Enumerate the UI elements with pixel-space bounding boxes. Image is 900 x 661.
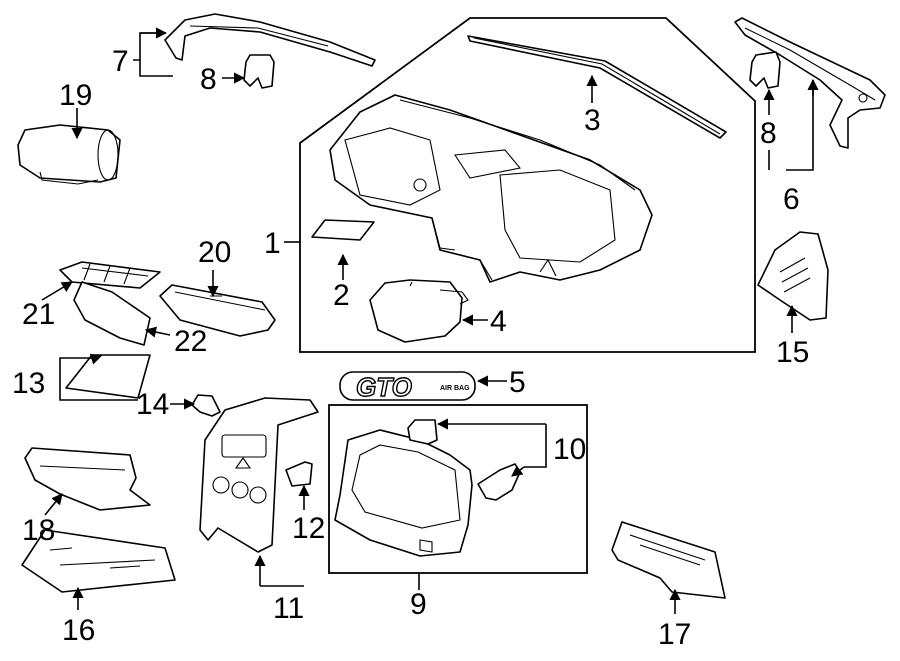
clip-part-left: [243, 54, 275, 89]
tray-part: [59, 261, 161, 289]
vent-part: [757, 231, 829, 321]
callout-9: 9: [410, 588, 427, 621]
callout-10: 10: [553, 433, 586, 466]
callout-20: 20: [198, 236, 231, 269]
callout-19: 19: [59, 79, 92, 112]
support-bracket-part: [24, 447, 151, 511]
switch-part: [285, 461, 313, 487]
callout-14: 14: [136, 388, 169, 421]
cluster-group-frame: [328, 404, 588, 574]
emblem-main-text: GTO: [356, 372, 412, 402]
callout-5: 5: [509, 366, 526, 399]
gto-emblem-part: GTO AIR BAG: [339, 371, 476, 403]
right-pillar-trim-part: [734, 17, 886, 149]
pad-part: [311, 219, 375, 241]
callout-13: 13: [12, 367, 45, 400]
callout-11: 11: [273, 592, 304, 625]
module-part: [611, 521, 726, 599]
trim-pad-part: [65, 354, 151, 399]
left-pillar-trim-part: [164, 13, 376, 67]
callout-3: 3: [584, 104, 601, 137]
callout-1: 1: [264, 227, 281, 260]
glove-door-part: [369, 279, 469, 343]
callout-15: 15: [776, 336, 809, 369]
bracket-part-top: [407, 419, 438, 445]
defroster-strip-part: [467, 35, 727, 139]
instrument-panel-part: [329, 94, 653, 283]
bracket-part-side: [477, 463, 521, 501]
callout-16: 16: [62, 614, 95, 647]
callout-21: 21: [22, 298, 55, 331]
callout-8-right: 8: [760, 117, 777, 150]
door-insert-part: [73, 281, 151, 346]
dash-group-frame: [299, 17, 756, 353]
leader-lines: [41, 27, 819, 614]
callout-22: 22: [174, 325, 207, 358]
callout-12: 12: [292, 512, 325, 545]
clip-part-14: [191, 394, 221, 417]
callout-4: 4: [490, 305, 507, 338]
callout-18: 18: [22, 514, 55, 547]
airbag-module-part: [17, 124, 121, 185]
console-bezel-part: [199, 397, 319, 553]
callout-8-left: 8: [200, 63, 217, 96]
emblem-sub-text: AIR BAG: [440, 385, 470, 392]
callout-7: 7: [112, 45, 129, 78]
callout-17: 17: [658, 618, 691, 651]
lower-tray-part: [21, 529, 176, 593]
callout-2: 2: [333, 279, 350, 312]
callout-6: 6: [783, 183, 800, 216]
clip-part-right: [749, 51, 781, 89]
cluster-bezel-part: [334, 429, 473, 557]
